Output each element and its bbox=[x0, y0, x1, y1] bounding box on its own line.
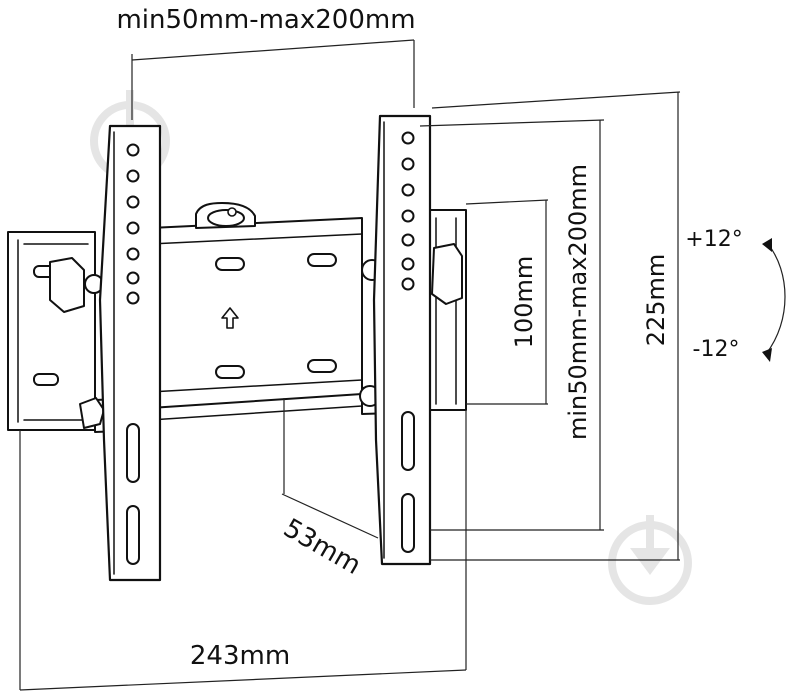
download-arrow-icon bbox=[608, 515, 692, 605]
vesa-vertical-label: min50mm-max200mm bbox=[564, 164, 592, 440]
dimension-lines bbox=[19, 39, 681, 691]
inner-height-label: 100mm bbox=[510, 256, 538, 349]
tilt-up-label: +12° bbox=[685, 227, 742, 252]
vesa-horizontal-label: min50mm-max200mm bbox=[116, 5, 415, 35]
left-vertical-arm bbox=[98, 124, 162, 582]
depth-label: 53mm bbox=[278, 513, 366, 581]
width-label: 243mm bbox=[190, 641, 290, 671]
tilt-down-label: -12° bbox=[693, 337, 740, 362]
total-height-label: 225mm bbox=[642, 254, 670, 347]
right-vertical-arm bbox=[372, 114, 432, 566]
tilt-arc bbox=[762, 238, 786, 362]
